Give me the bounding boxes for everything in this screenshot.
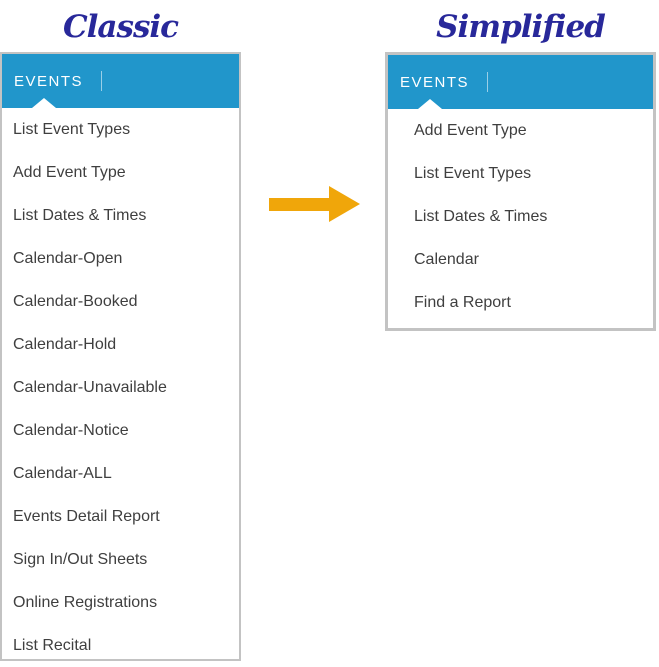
menu-item-label: List Recital xyxy=(13,636,92,654)
menu-item[interactable]: List Event Types xyxy=(2,108,239,151)
menu-item[interactable]: Calendar-Notice xyxy=(2,409,239,452)
simplified-events-menu-panel: EVENTS Add Event Type List Event Types L… xyxy=(385,52,656,331)
arrow-head xyxy=(329,186,360,222)
caret-up-icon xyxy=(418,99,442,109)
menu-item[interactable]: List Dates & Times xyxy=(388,195,653,238)
menu-item-label: Calendar-Hold xyxy=(13,335,117,353)
right-arrow-icon xyxy=(269,186,361,222)
menu-item[interactable]: List Recital xyxy=(2,624,239,667)
menu-item[interactable]: Calendar-Open xyxy=(2,237,239,280)
menu-item-label: List Dates & Times xyxy=(414,207,548,225)
menu-item[interactable]: Calendar-Hold xyxy=(2,323,239,366)
menu-item-label: List Event Types xyxy=(414,164,532,182)
menu-item[interactable]: Add Event Type xyxy=(388,109,653,152)
menu-item[interactable]: List Event Types xyxy=(388,152,653,195)
classic-events-tab-label: EVENTS xyxy=(14,72,84,90)
menu-item-label: Find a Report xyxy=(414,293,511,311)
menu-item-label: Add Event Type xyxy=(414,121,527,139)
header-divider xyxy=(101,71,103,91)
arrow-shaft xyxy=(269,197,329,211)
menu-item[interactable]: Calendar-ALL xyxy=(2,452,239,495)
simplified-menu-list: Add Event Type List Event Types List Dat… xyxy=(388,109,653,324)
menu-item-label: Calendar-Open xyxy=(13,249,123,267)
menu-item-label: Calendar xyxy=(414,250,479,268)
menu-item[interactable]: Calendar-Unavailable xyxy=(2,366,239,409)
menu-item-label: Calendar-Booked xyxy=(13,292,138,310)
menu-item[interactable]: Online Registrations xyxy=(2,581,239,624)
classic-column-title: Classic xyxy=(62,9,179,45)
menu-item-label: List Dates & Times xyxy=(13,206,147,224)
menu-item[interactable]: Sign In/Out Sheets xyxy=(2,538,239,581)
menu-item-label: Online Registrations xyxy=(13,593,158,611)
simplified-events-tab-label: EVENTS xyxy=(400,73,470,91)
classic-events-menu-panel: EVENTS List Event Types Add Event Type L… xyxy=(0,52,241,661)
menu-item[interactable]: Add Event Type xyxy=(2,151,239,194)
menu-item-label: Calendar-ALL xyxy=(13,464,112,482)
menu-item[interactable]: Calendar xyxy=(388,238,653,281)
menu-item-label: Sign In/Out Sheets xyxy=(13,550,148,568)
menu-item[interactable]: List Dates & Times xyxy=(2,194,239,237)
simplified-events-tab[interactable]: EVENTS xyxy=(388,55,653,109)
menu-item-label: List Event Types xyxy=(13,120,131,138)
menu-item[interactable]: Calendar-Booked xyxy=(2,280,239,323)
simplified-column-title: Simplified xyxy=(436,9,606,45)
header-divider xyxy=(487,72,489,92)
menu-item-label: Calendar-Notice xyxy=(13,421,129,439)
menu-item-label: Calendar-Unavailable xyxy=(13,378,167,396)
menu-item[interactable]: Find a Report xyxy=(388,281,653,324)
menu-item-label: Events Detail Report xyxy=(13,507,160,525)
menu-item-label: Add Event Type xyxy=(13,163,126,181)
classic-events-tab[interactable]: EVENTS xyxy=(2,54,239,108)
menu-item[interactable]: Events Detail Report xyxy=(2,495,239,538)
caret-up-icon xyxy=(32,98,56,108)
classic-menu-list: List Event Types Add Event Type List Dat… xyxy=(2,108,239,667)
